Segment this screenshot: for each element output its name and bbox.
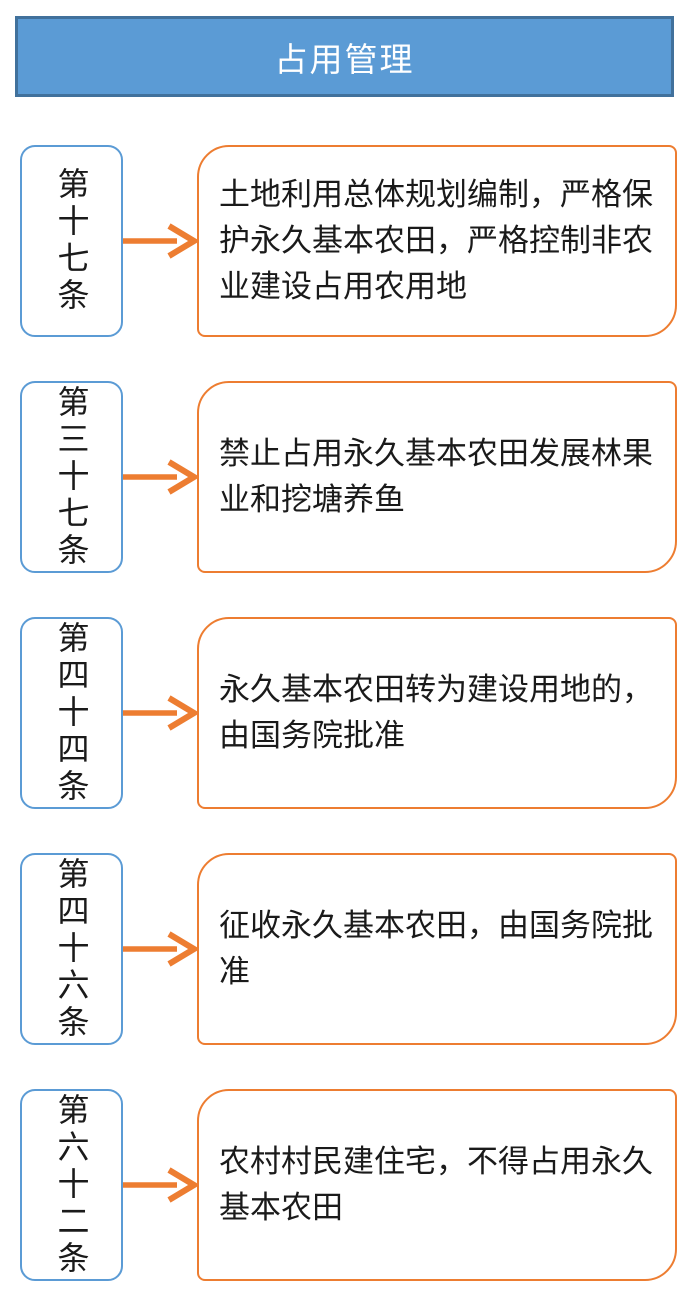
provision-bubble: 禁止占用永久基本农田发展林果业和挖塘养鱼 xyxy=(197,381,677,573)
arrow-right-icon xyxy=(123,145,197,337)
row-article-17: 第十七条 土地利用总体规划编制，严格保护永久基本农田，严格控制非农业建设占用农用… xyxy=(0,145,698,337)
article-number-box: 第四十四条 xyxy=(20,617,123,809)
provision-bubble: 农村村民建住宅，不得占用永久基本农田 xyxy=(197,1089,677,1281)
provision-text: 禁止占用永久基本农田发展林果业和挖塘养鱼 xyxy=(219,436,653,518)
article-number-label: 第三十七条 xyxy=(52,384,91,570)
provision-text: 永久基本农田转为建设用地的，由国务院批准 xyxy=(219,672,653,754)
arrow-right-icon xyxy=(123,617,197,809)
row-article-37: 第三十七条 禁止占用永久基本农田发展林果业和挖塘养鱼 xyxy=(0,381,698,573)
article-number-box: 第十七条 xyxy=(20,145,123,337)
page-title: 占用管理 xyxy=(274,39,415,79)
row-article-62: 第六十二条 农村村民建住宅，不得占用永久基本农田 xyxy=(0,1089,698,1281)
article-number-label: 第十七条 xyxy=(52,167,91,315)
article-number-label: 第四十六条 xyxy=(52,856,91,1042)
arrow-right-icon xyxy=(123,1089,197,1281)
rows-container: 第十七条 土地利用总体规划编制，严格保护永久基本农田，严格控制非农业建设占用农用… xyxy=(0,145,698,1281)
provision-text: 农村村民建住宅，不得占用永久基本农田 xyxy=(219,1144,653,1226)
article-number-box: 第三十七条 xyxy=(20,381,123,573)
provision-bubble: 土地利用总体规划编制，严格保护永久基本农田，严格控制非农业建设占用农用地 xyxy=(197,145,677,337)
provision-bubble: 征收永久基本农田，由国务院批准 xyxy=(197,853,677,1045)
row-article-44: 第四十四条 永久基本农田转为建设用地的，由国务院批准 xyxy=(0,617,698,809)
provision-text: 征收永久基本农田，由国务院批准 xyxy=(219,908,653,990)
provision-bubble: 永久基本农田转为建设用地的，由国务院批准 xyxy=(197,617,677,809)
article-number-label: 第四十四条 xyxy=(52,620,91,806)
arrow-right-icon xyxy=(123,853,197,1045)
arrow-right-icon xyxy=(123,381,197,573)
article-number-box: 第四十六条 xyxy=(20,853,123,1045)
article-number-box: 第六十二条 xyxy=(20,1089,123,1281)
header-banner: 占用管理 xyxy=(15,16,674,97)
provision-text: 土地利用总体规划编制，严格保护永久基本农田，严格控制非农业建设占用农用地 xyxy=(219,177,653,305)
row-article-46: 第四十六条 征收永久基本农田，由国务院批准 xyxy=(0,853,698,1045)
article-number-label: 第六十二条 xyxy=(52,1092,91,1278)
